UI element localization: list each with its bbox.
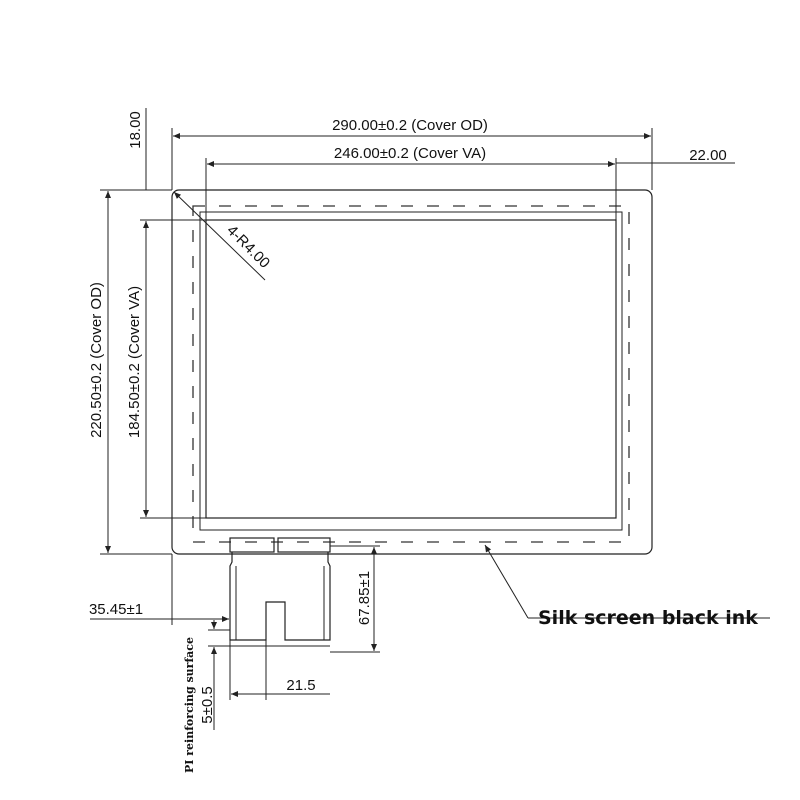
radius-leader [173,191,266,281]
pi-width-label: 5±0.5 [199,686,216,723]
fpc-tail-outline [229,552,331,641]
fpc-pad-left [229,537,275,553]
fpc-pad-right [277,537,331,553]
tail-width-label: 21.5 [286,677,315,694]
fpc-length-label: 67.85±1 [356,571,373,625]
silk-screen-leader [484,544,529,619]
fpc-offset-label: 35.45±1 [89,601,143,618]
ink-border-inner [199,211,623,531]
offset-18-label: 18.00 [127,111,144,149]
pi-reinforcing-label: PI reinforcing surface [183,637,196,773]
od-width-label: 290.00±0.2 (Cover OD) [332,117,488,134]
view-area [205,219,617,519]
offset-22-label: 22.00 [689,147,727,164]
va-width-label: 246.00±0.2 (Cover VA) [334,145,486,162]
cover-outline [171,189,653,555]
silk-screen-label: Silk screen black ink [538,607,758,629]
od-height-label: 220.50±0.2 (Cover OD) [88,282,105,438]
silk-screen-dashed-border [192,205,630,543]
va-height-label: 184.50±0.2 (Cover VA) [126,286,143,438]
